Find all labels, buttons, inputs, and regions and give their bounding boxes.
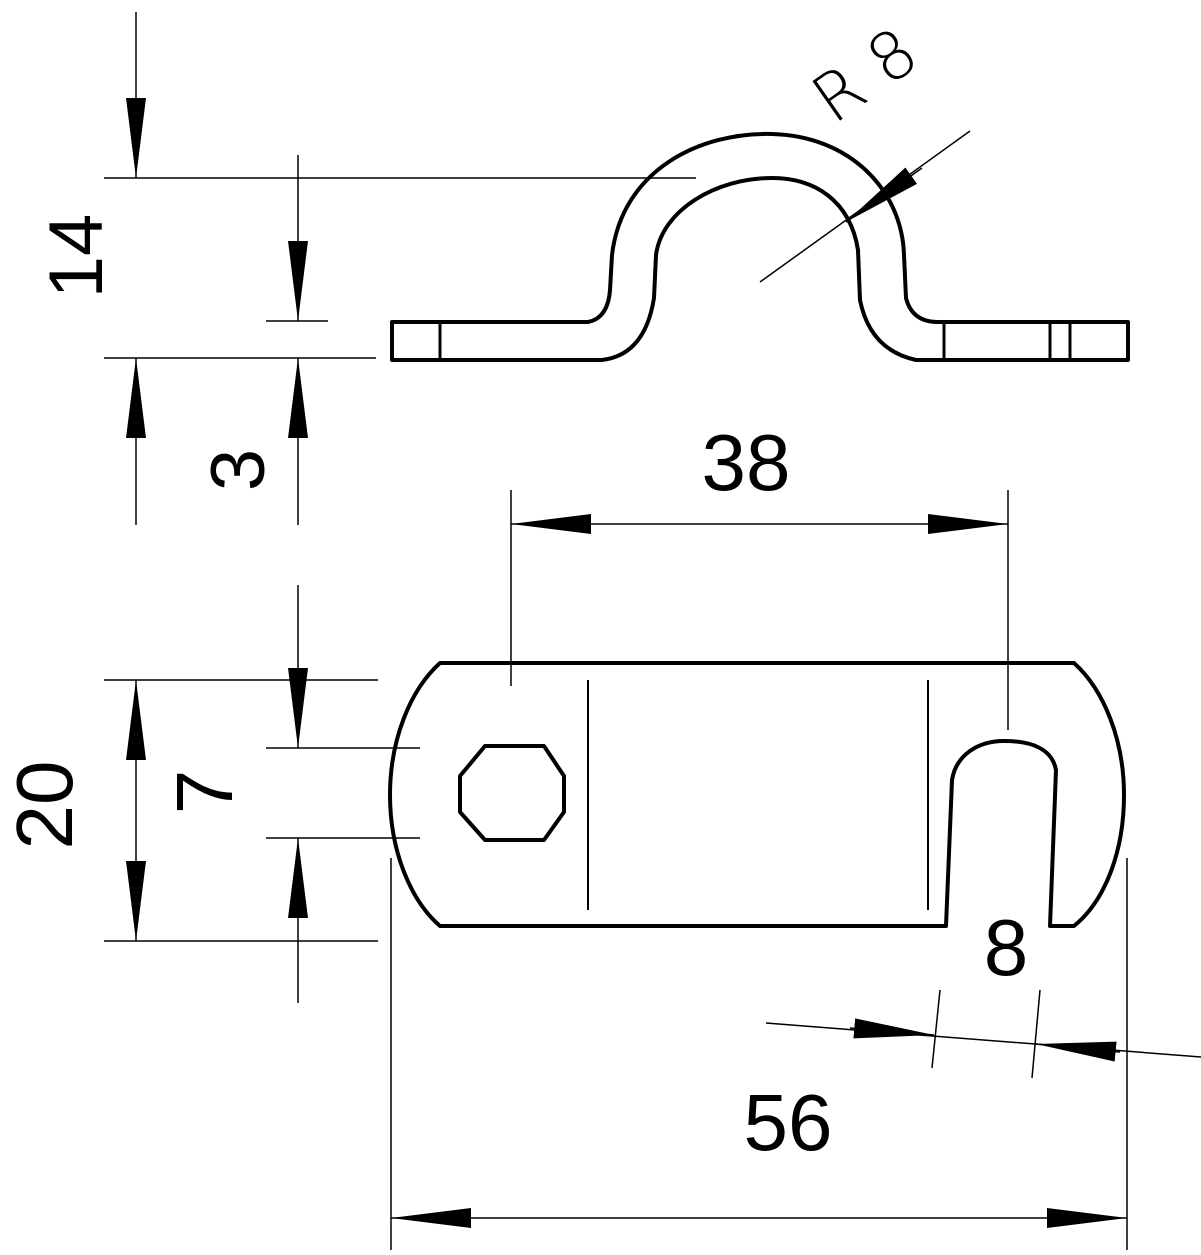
radius-arrow — [845, 167, 923, 223]
side-view-dimensions — [104, 12, 971, 525]
top-view — [388, 661, 1126, 928]
side-view — [390, 131, 1130, 362]
dim-hole-spacing-label: 38 — [702, 418, 791, 507]
dim-slot-width-label: 8 — [984, 903, 1029, 992]
dim-overall-length-label: 56 — [744, 1078, 833, 1167]
dim-hole-width-label: 7 — [160, 770, 249, 815]
left-mounting-hole — [458, 744, 566, 842]
side-view-outline — [390, 131, 1130, 362]
dim-radius-label: R 8 — [798, 13, 931, 139]
dim-strap-width-label: 20 — [0, 761, 89, 850]
dim-8-arrow-left — [849, 1018, 935, 1039]
dim-thickness-label: 3 — [196, 449, 281, 491]
dim-8-arrow-right — [1035, 1041, 1121, 1062]
top-view-dimensions — [104, 490, 1201, 1250]
dim-overall-height-label: 14 — [34, 214, 119, 299]
top-view-outline — [388, 661, 1126, 928]
